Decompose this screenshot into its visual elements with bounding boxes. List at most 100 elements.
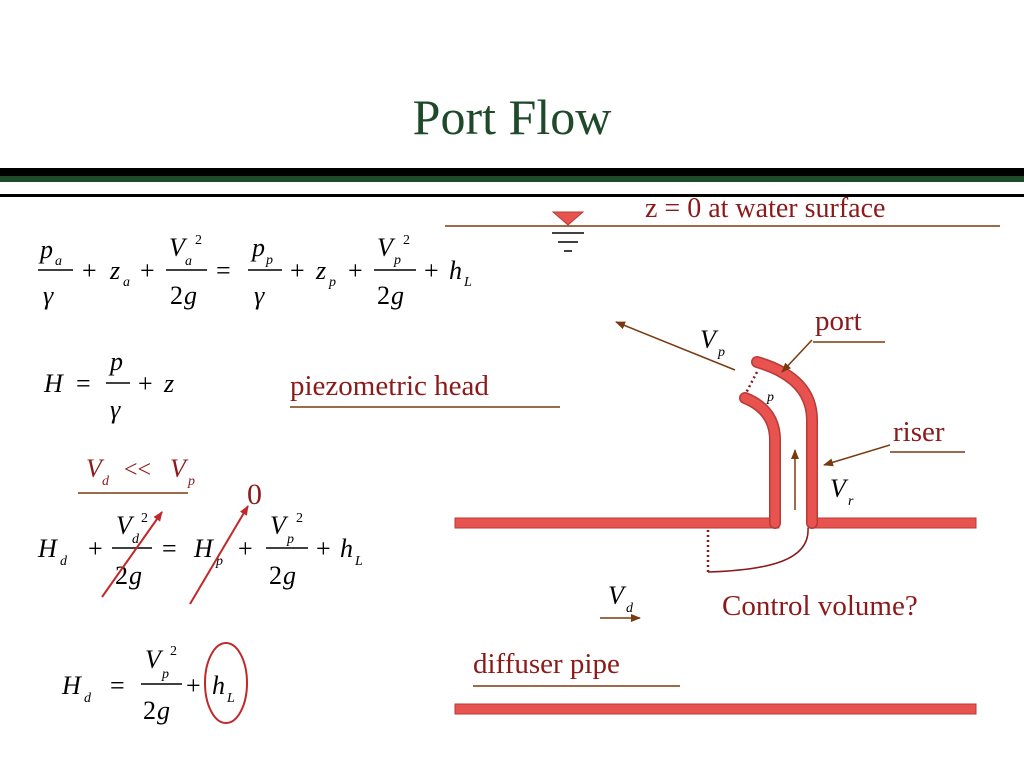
svg-text:H: H bbox=[193, 534, 214, 563]
svg-text:2: 2 bbox=[143, 696, 156, 725]
svg-text:+: + bbox=[186, 671, 201, 700]
svg-text:d: d bbox=[132, 532, 140, 547]
svg-text:H: H bbox=[43, 369, 64, 398]
svg-text:p: p bbox=[108, 347, 123, 376]
svg-text:r: r bbox=[848, 494, 854, 509]
svg-text:+: + bbox=[424, 256, 439, 285]
svg-text:p: p bbox=[265, 253, 273, 268]
svg-text:<<: << bbox=[124, 457, 151, 483]
velocity-comparison: V d << V p bbox=[86, 454, 195, 489]
svg-text:=: = bbox=[162, 534, 177, 563]
svg-text:γ: γ bbox=[43, 281, 54, 310]
svg-text:H: H bbox=[61, 671, 82, 700]
svg-text:p: p bbox=[328, 275, 336, 290]
svg-text:+: + bbox=[316, 534, 331, 563]
svg-text:g: g bbox=[157, 696, 170, 725]
svg-text:p: p bbox=[187, 474, 195, 489]
diffuser-top-wall-right bbox=[807, 517, 977, 529]
svg-text:g: g bbox=[391, 281, 404, 310]
svg-text:L: L bbox=[226, 691, 235, 706]
svg-text:=: = bbox=[110, 671, 125, 700]
svg-text:p: p bbox=[393, 253, 401, 268]
result-equation: H d = V p 2 2 g + h L bbox=[61, 644, 235, 725]
svg-text:a: a bbox=[55, 254, 62, 269]
title-divider-green bbox=[0, 176, 1024, 182]
svg-text:+: + bbox=[82, 256, 97, 285]
slide-title: Port Flow bbox=[412, 89, 612, 145]
svg-text:+: + bbox=[88, 534, 103, 563]
svg-text:2: 2 bbox=[170, 281, 183, 310]
svg-text:2: 2 bbox=[170, 644, 177, 659]
diffuser-bottom-wall bbox=[454, 703, 977, 715]
svg-text:V: V bbox=[169, 233, 188, 262]
svg-text:L: L bbox=[354, 554, 363, 569]
piezometric-head-label: piezometric head bbox=[290, 370, 489, 402]
svg-text:p: p bbox=[250, 233, 265, 262]
svg-text:2: 2 bbox=[195, 233, 202, 248]
svg-text:γ: γ bbox=[110, 395, 121, 424]
p-subscript-label: p bbox=[766, 390, 774, 405]
svg-text:V: V bbox=[116, 511, 135, 540]
title-divider-thin bbox=[0, 194, 1024, 197]
vp-label: V bbox=[700, 325, 719, 354]
svg-text:p: p bbox=[38, 235, 53, 264]
cancel-arrow-vd bbox=[101, 511, 163, 598]
head-balance-equation: H d + V d 2 2 g = H p + V p 2 2 g + h L bbox=[37, 511, 363, 590]
svg-text:p: p bbox=[717, 345, 725, 360]
svg-text:d: d bbox=[626, 601, 634, 616]
svg-text:V: V bbox=[145, 645, 164, 674]
svg-text:p: p bbox=[286, 532, 294, 547]
riser-left-wall bbox=[740, 393, 780, 528]
title-divider-black bbox=[0, 168, 1024, 176]
riser-pointer-arrow bbox=[823, 444, 891, 467]
svg-text:2: 2 bbox=[377, 281, 390, 310]
svg-text:2: 2 bbox=[296, 511, 303, 526]
riser-label: riser bbox=[893, 416, 945, 448]
svg-text:d: d bbox=[102, 474, 110, 489]
cancel-arrow-hp bbox=[189, 505, 249, 605]
diffuser-top-wall-left bbox=[454, 517, 780, 529]
svg-text:h: h bbox=[212, 671, 225, 700]
svg-text:V: V bbox=[270, 511, 289, 540]
vp-arrow bbox=[615, 321, 736, 371]
svg-text:=: = bbox=[76, 369, 91, 398]
svg-text:2: 2 bbox=[115, 561, 128, 590]
svg-text:2: 2 bbox=[141, 511, 148, 526]
svg-text:p: p bbox=[215, 554, 223, 569]
svg-text:a: a bbox=[185, 254, 192, 269]
svg-text:d: d bbox=[84, 691, 92, 706]
svg-text:+: + bbox=[290, 256, 305, 285]
svg-text:a: a bbox=[123, 275, 130, 290]
svg-text:p: p bbox=[161, 667, 169, 682]
svg-text:γ: γ bbox=[254, 281, 265, 310]
water-surface-icon bbox=[551, 211, 585, 252]
diffuser-pipe-label: diffuser pipe bbox=[473, 648, 620, 680]
svg-text:z: z bbox=[163, 369, 174, 398]
energy-equation: p a γ + z a + V a 2 2 g = p p γ + z p + … bbox=[38, 233, 472, 310]
svg-text:z: z bbox=[315, 256, 326, 285]
svg-text:+: + bbox=[238, 534, 253, 563]
svg-text:V: V bbox=[86, 454, 105, 483]
svg-text:2: 2 bbox=[269, 561, 282, 590]
svg-text:=: = bbox=[216, 256, 231, 285]
svg-text:+: + bbox=[348, 256, 363, 285]
control-volume-pointer bbox=[707, 527, 809, 573]
svg-text:g: g bbox=[283, 561, 296, 590]
water-surface-label: z = 0 at water surface bbox=[645, 193, 886, 224]
svg-text:g: g bbox=[129, 561, 142, 590]
vr-label: V bbox=[830, 474, 849, 503]
svg-text:H: H bbox=[37, 534, 58, 563]
svg-text:h: h bbox=[340, 534, 353, 563]
port-label: port bbox=[815, 305, 862, 337]
riser-right-wall bbox=[752, 357, 817, 528]
svg-text:+: + bbox=[140, 256, 155, 285]
vd-label: V bbox=[608, 581, 627, 610]
hl-highlight-circle bbox=[204, 642, 248, 724]
svg-text:2: 2 bbox=[403, 233, 410, 248]
svg-text:z: z bbox=[109, 256, 120, 285]
svg-text:+: + bbox=[138, 369, 153, 398]
svg-text:V: V bbox=[377, 233, 396, 262]
piezometric-equation: H = p γ + z bbox=[43, 347, 174, 424]
port-pointer-arrow bbox=[781, 339, 813, 373]
